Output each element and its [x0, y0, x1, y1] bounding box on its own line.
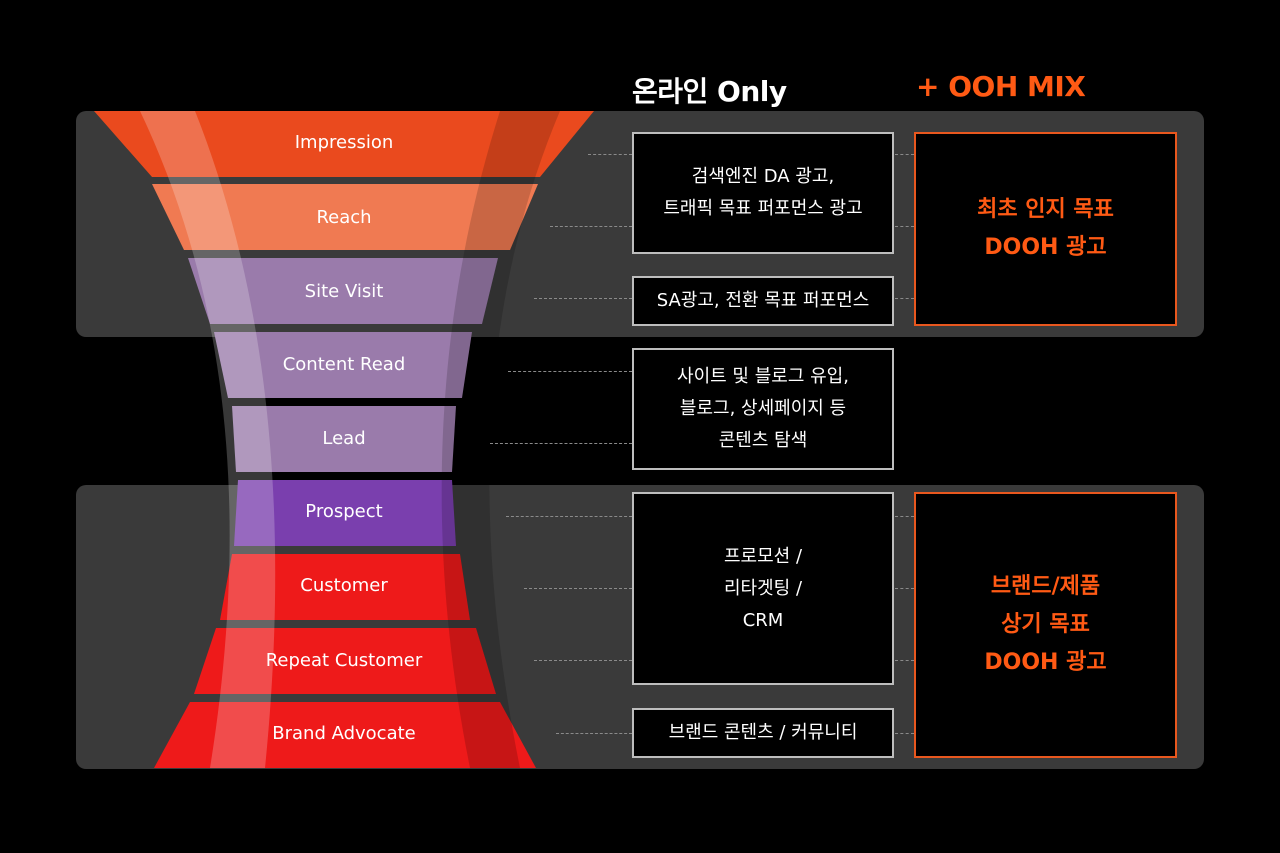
connector-repeat-customer: [534, 660, 632, 661]
funnel-segment-customer: [220, 554, 470, 620]
box-line: 리타겟팅 /: [723, 577, 803, 599]
stage-label-lead: Lead: [322, 428, 366, 449]
connector-prospect: [506, 516, 632, 517]
stage-label-prospect: Prospect: [305, 501, 383, 522]
funnel-segment-brand-advocate: [154, 702, 536, 768]
box-line: DOOH 광고: [984, 650, 1107, 675]
box-line: 최초 인지 목표: [977, 197, 1114, 222]
stage-label-repeat-customer: Repeat Customer: [265, 650, 423, 671]
connector-ooh-site-visit: [895, 298, 914, 299]
box-line: 검색엔진 DA 광고,: [691, 166, 835, 187]
connector-ooh-brand-advocate: [895, 733, 914, 734]
connector-ooh-prospect: [895, 516, 914, 517]
funnel-segment-content-read: [214, 332, 472, 398]
stage-label-impression: Impression: [294, 132, 394, 153]
box-line: 트래픽 목표 퍼포먼스 광고: [663, 198, 863, 219]
stage-label-content-read: Content Read: [282, 354, 406, 375]
stage-label-reach: Reach: [316, 207, 372, 228]
funnel-segment-lead: [232, 406, 456, 472]
funnel-segment-prospect: [234, 480, 456, 546]
connector-impression: [588, 154, 632, 155]
connector-customer: [524, 588, 632, 589]
box-line: 사이트 및 블로그 유입,: [677, 366, 849, 387]
ooh-mix-heading: + OOH MIX: [916, 70, 1086, 103]
stage-label-brand-advocate: Brand Advocate: [272, 723, 416, 744]
box-line: 블로그, 상세페이지 등: [679, 398, 847, 419]
funnel-segment-reach: [152, 184, 538, 250]
connector-ooh-reach: [895, 226, 914, 227]
stage-label-customer: Customer: [300, 575, 388, 596]
connector-site-visit: [534, 298, 632, 299]
online-box-promotion: 프로모션 / 리타겟팅 / CRM: [632, 492, 894, 685]
online-only-heading: 온라인 Only: [632, 75, 787, 108]
online-box-search-da: 검색엔진 DA 광고, 트래픽 목표 퍼포먼스 광고: [632, 132, 894, 254]
box-line: 콘텐츠 탐색: [718, 430, 808, 451]
ooh-box-recall: 브랜드/제품 상기 목표 DOOH 광고: [914, 492, 1177, 758]
connector-lead: [490, 443, 632, 444]
online-box-content: 사이트 및 블로그 유입, 블로그, 상세페이지 등 콘텐츠 탐색: [632, 348, 894, 470]
box-line: SA광고, 전환 목표 퍼포먼스: [656, 290, 870, 311]
funnel-segment-impression: [94, 111, 594, 177]
connector-brand-advocate: [556, 733, 632, 734]
ooh-box-awareness: 최초 인지 목표 DOOH 광고: [914, 132, 1177, 326]
connector-ooh-impression: [895, 154, 914, 155]
connector-reach: [550, 226, 632, 227]
box-line: 브랜드 콘텐츠 / 커뮤니티: [668, 722, 858, 743]
funnel-highlights: [140, 111, 276, 768]
funnel-segments: [94, 111, 594, 768]
funnel-shadows: [441, 111, 560, 768]
funnel-segment-site-visit: [188, 258, 498, 324]
funnel-segment-repeat-customer: [194, 628, 496, 694]
connector-ooh-repeat-customer: [895, 660, 914, 661]
box-line: DOOH 광고: [984, 235, 1107, 260]
box-line: 브랜드/제품: [990, 574, 1101, 599]
box-line: 프로모션 /: [723, 545, 803, 567]
box-line: CRM: [742, 609, 784, 631]
online-box-sa: SA광고, 전환 목표 퍼포먼스: [632, 276, 894, 326]
online-box-brand-content: 브랜드 콘텐츠 / 커뮤니티: [632, 708, 894, 758]
stage-label-site-visit: Site Visit: [304, 281, 384, 302]
box-line: 상기 목표: [1001, 612, 1090, 637]
connector-content-read: [508, 371, 632, 372]
connector-ooh-customer: [895, 588, 914, 589]
